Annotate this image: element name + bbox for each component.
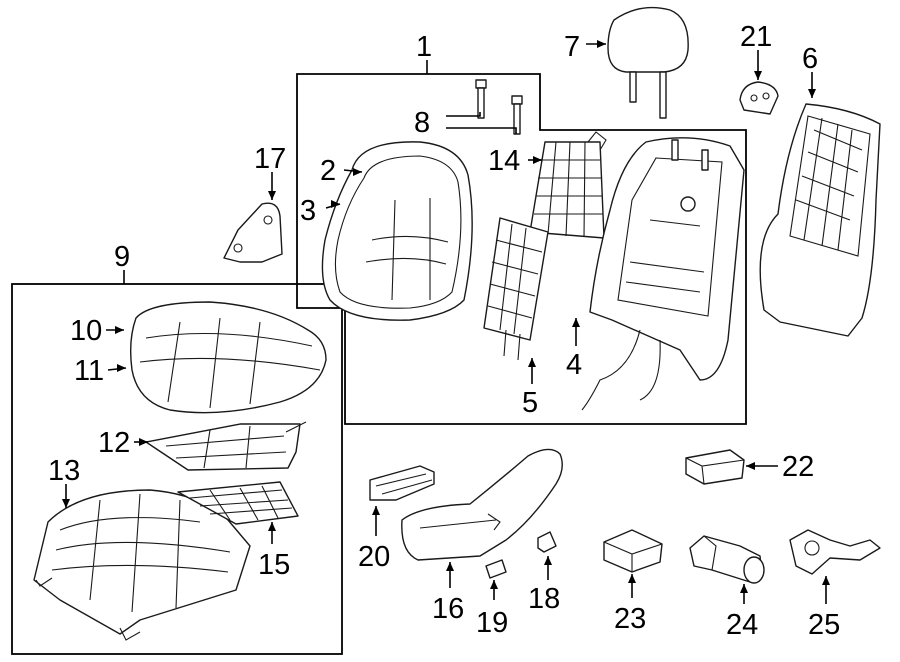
arrowheads	[62, 40, 830, 593]
motor-bracket-part	[789, 529, 881, 575]
arrowhead	[372, 506, 380, 515]
arrowhead	[754, 71, 762, 80]
arrowhead	[115, 326, 124, 334]
clip-part	[739, 81, 779, 115]
callout-14: 14	[488, 145, 520, 177]
headrest-guide-part	[475, 79, 523, 135]
callout-20: 20	[358, 541, 390, 573]
callout-1: 1	[416, 31, 432, 63]
callout-12: 12	[98, 427, 130, 459]
callout-24: 24	[726, 609, 758, 641]
callout-19: 19	[476, 607, 508, 639]
arrowhead	[268, 191, 276, 200]
callout-3: 3	[300, 195, 316, 227]
cushion-frame-part	[33, 489, 251, 641]
callout-18: 18	[528, 583, 560, 615]
arrowhead	[331, 200, 340, 208]
callout-10: 10	[70, 315, 102, 347]
module-part	[685, 449, 745, 485]
callout-21: 21	[740, 21, 772, 53]
back-panel-part	[759, 103, 881, 337]
lumbar-mesh-part	[529, 131, 607, 239]
motor-part	[689, 535, 765, 584]
arrowhead	[572, 318, 580, 327]
seatback-cover-part	[321, 141, 473, 321]
callout-17: 17	[254, 143, 286, 175]
callout-13: 13	[48, 455, 80, 487]
callout-7: 7	[564, 31, 580, 63]
arrowhead	[746, 462, 755, 470]
knob-part	[537, 531, 557, 553]
callout-6: 6	[802, 43, 818, 75]
cushion-group-frame	[11, 283, 343, 655]
callout-16: 16	[432, 593, 464, 625]
knob-small-part	[485, 559, 507, 579]
switch-part	[369, 465, 435, 501]
arrowhead	[822, 576, 830, 585]
arrowhead	[490, 580, 498, 589]
arrowhead	[740, 584, 748, 593]
seat-pad-part	[177, 481, 299, 525]
arrowhead	[544, 556, 552, 565]
callout-11: 11	[74, 355, 104, 387]
seatback-frame-part	[581, 137, 745, 411]
callout-5: 5	[522, 387, 538, 419]
lumbar-support-part	[483, 217, 549, 361]
arrowhead	[353, 168, 362, 176]
arrowhead	[62, 499, 70, 508]
seat-cushion-part	[129, 301, 327, 414]
seat-mat-part	[145, 421, 307, 471]
bracket-part	[223, 202, 283, 263]
side-shield-part	[401, 448, 563, 561]
callout-22: 22	[782, 451, 814, 483]
headrest-part	[607, 6, 689, 119]
arrowhead	[446, 562, 454, 571]
callout-15: 15	[258, 549, 290, 581]
callout-9: 9	[114, 241, 130, 273]
callout-4: 4	[566, 349, 582, 381]
arrowhead	[139, 438, 148, 446]
callout-8: 8	[414, 107, 430, 139]
arrowhead	[268, 522, 276, 531]
arrowhead	[528, 358, 536, 367]
control-unit-part	[603, 529, 663, 573]
arrowhead	[117, 364, 126, 372]
callout-2: 2	[320, 155, 336, 187]
seatback-group-frame	[296, 73, 747, 425]
callout-23: 23	[614, 603, 646, 635]
arrowhead	[808, 89, 816, 98]
arrowhead	[533, 156, 542, 164]
arrowhead	[597, 40, 606, 48]
callout-25: 25	[808, 609, 840, 641]
arrowhead	[628, 574, 636, 583]
